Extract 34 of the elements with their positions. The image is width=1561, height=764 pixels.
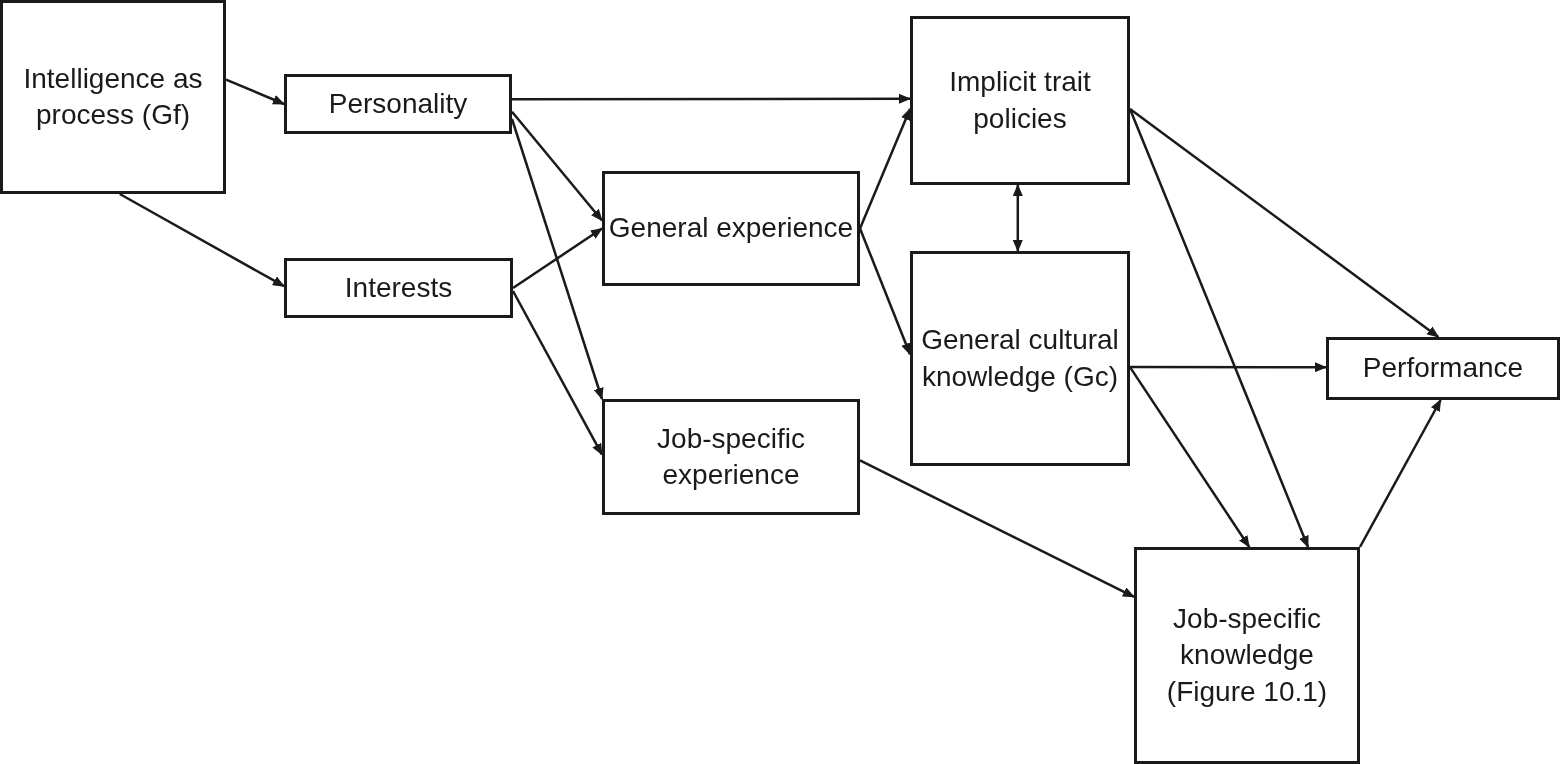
node-label: Personality [328, 86, 468, 121]
arrow [859, 459, 1135, 599]
arrow [1012, 184, 1023, 252]
process-box [1134, 547, 1360, 764]
process-box [602, 171, 860, 286]
process-box [284, 74, 512, 134]
process-box [602, 399, 860, 515]
arrow [858, 108, 912, 229]
node-label: Implicit trait policies [948, 65, 1092, 136]
arrow [1128, 366, 1251, 548]
arrow [510, 118, 604, 400]
arrow [1358, 399, 1442, 548]
process-box [284, 258, 513, 318]
arrow [511, 290, 604, 456]
node-label: Interests [344, 270, 453, 305]
arrow [512, 93, 911, 104]
node-label: Job-specific experience [656, 421, 806, 492]
arrow [1128, 108, 1310, 548]
node-label: Job-specific knowledge (Figure 10.1) [1165, 601, 1329, 709]
process-box [910, 16, 1130, 185]
arrow [512, 227, 603, 290]
arrow [1130, 362, 1327, 373]
node-label: Performance [1362, 351, 1524, 386]
node-label: General cultural knowledge (Gc) [920, 323, 1120, 394]
node-label: Intelligence as process (Gf) [22, 61, 204, 132]
node-label: General experience [608, 211, 854, 246]
process-box [1326, 337, 1560, 400]
arrow [225, 78, 285, 106]
process-box [0, 0, 226, 194]
arrow [1129, 107, 1440, 338]
process-box [910, 251, 1130, 466]
arrow [119, 192, 285, 288]
arrow [511, 111, 603, 222]
arrow [858, 228, 912, 356]
